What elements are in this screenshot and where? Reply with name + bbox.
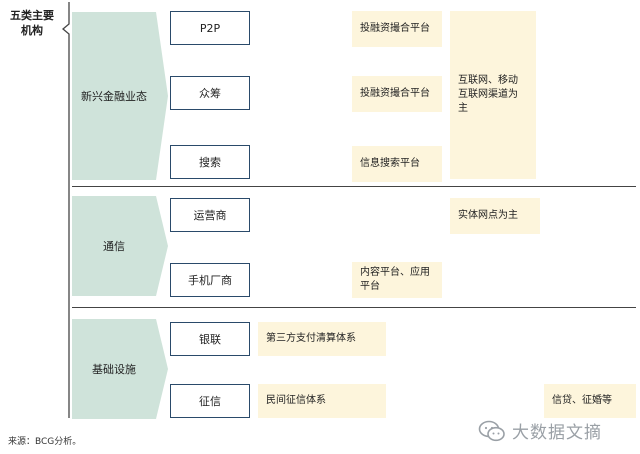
item-p2p: P2P (170, 11, 250, 45)
row-divider (72, 186, 636, 187)
row-divider (72, 307, 636, 308)
wechat-icon (478, 420, 505, 441)
category-telecom: 通信 (72, 196, 168, 296)
category-label: 基础设施 (92, 363, 136, 376)
source-note: 来源：BCG分析。 (8, 437, 82, 447)
summary-note: 信贷、征婚等 (544, 384, 636, 418)
item-phone-maker: 手机厂商 (170, 263, 250, 297)
note: 内容平台、应用 平台 (352, 262, 442, 298)
category-label: 新兴金融业态 (81, 90, 147, 103)
category-label: 通信 (103, 240, 125, 253)
summary-note: 实体网点为主 (450, 198, 540, 234)
watermark: 大数据文摘 (478, 418, 602, 443)
item-unionpay: 银联 (170, 322, 250, 356)
side-title: 五类主要 机构 (10, 9, 54, 37)
note: 投融资撮合平台 (352, 11, 442, 47)
note: 投融资撮合平台 (352, 76, 442, 112)
note: 民间征信体系 (258, 384, 386, 418)
note: 信息搜索平台 (352, 146, 442, 182)
item-crowdfunding: 众筹 (170, 76, 250, 110)
brace-icon (61, 2, 70, 418)
summary-note: 互联网、移动 互联网渠道为 主 (450, 11, 536, 179)
item-search: 搜索 (170, 145, 250, 179)
category-infrastructure: 基础设施 (72, 319, 168, 419)
item-carrier: 运营商 (170, 198, 250, 232)
category-emerging-finance: 新兴金融业态 (72, 12, 168, 180)
item-credit: 征信 (170, 384, 250, 418)
note: 第三方支付清算体系 (258, 322, 386, 356)
watermark-text: 大数据文摘 (512, 423, 602, 443)
